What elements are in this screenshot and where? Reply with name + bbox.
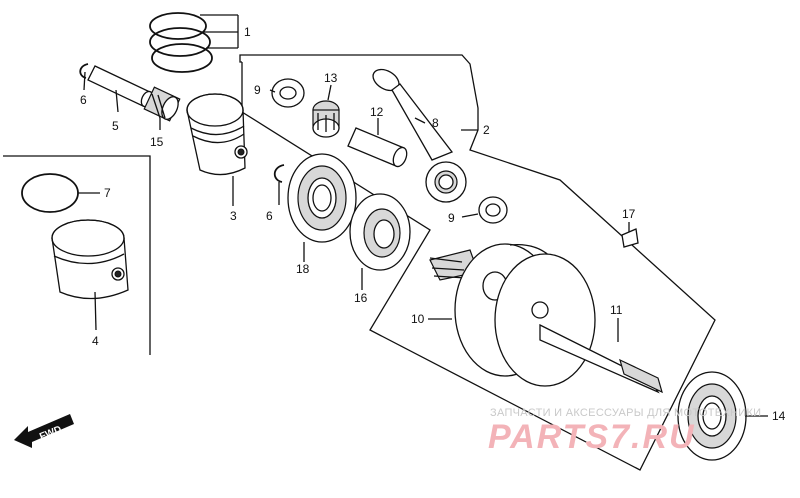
connecting-rod: [372, 68, 467, 203]
callout-5: 5: [112, 119, 119, 133]
callout-6-mid: 6: [266, 209, 273, 223]
alt-piston: [51, 219, 129, 300]
callout-3: 3: [230, 209, 237, 223]
frame-crankshaft-assembly: [239, 54, 716, 471]
callout-12: 12: [370, 105, 384, 119]
piston: [186, 93, 248, 176]
watermark-logo: PARTS7.RU: [488, 418, 696, 456]
piston-pin: [87, 65, 154, 108]
callout-17: 17: [622, 207, 636, 221]
big-end-bearing: [312, 100, 340, 138]
crankshaft-right: [494, 253, 663, 394]
callout-7: 7: [104, 186, 111, 200]
thrust-washer-lower: [478, 196, 508, 224]
piston-pin-clip-2: [273, 164, 285, 183]
main-bearing-left: [287, 153, 357, 243]
callout-4: 4: [92, 334, 99, 348]
callout-10: 10: [411, 312, 425, 326]
callout-2: 2: [483, 123, 490, 137]
small-end-bearing: [143, 86, 181, 122]
callout-15: 15: [150, 135, 164, 149]
callout-18: 18: [296, 262, 310, 276]
callout-9-lower: 9: [448, 211, 455, 225]
alt-piston-ring: [21, 173, 100, 213]
oil-seal: [349, 193, 411, 271]
callout-9-top: 9: [254, 83, 261, 97]
callout-16: 16: [354, 291, 368, 305]
piston-pin-clip: [79, 63, 89, 79]
forward-arrow: FWD: [14, 414, 74, 448]
callout-14: 14: [772, 409, 786, 423]
leader-lines: [83, 71, 768, 417]
callout-1: 1: [244, 25, 251, 39]
woodruff-key: [621, 228, 639, 248]
callout-6-top: 6: [80, 93, 87, 107]
thrust-washer-top: [271, 78, 305, 108]
callout-13: 13: [324, 71, 338, 85]
callout-11: 11: [610, 303, 623, 317]
callout-8: 8: [432, 116, 439, 130]
frame-alt-piston: [3, 155, 151, 355]
crank-pin: [347, 127, 408, 168]
watermark-caption: ЗАПЧАСТИ И АКСЕССУАРЫ ДЛЯ МОТОТЕХНИКИ: [490, 407, 761, 419]
piston-rings: [149, 12, 239, 73]
